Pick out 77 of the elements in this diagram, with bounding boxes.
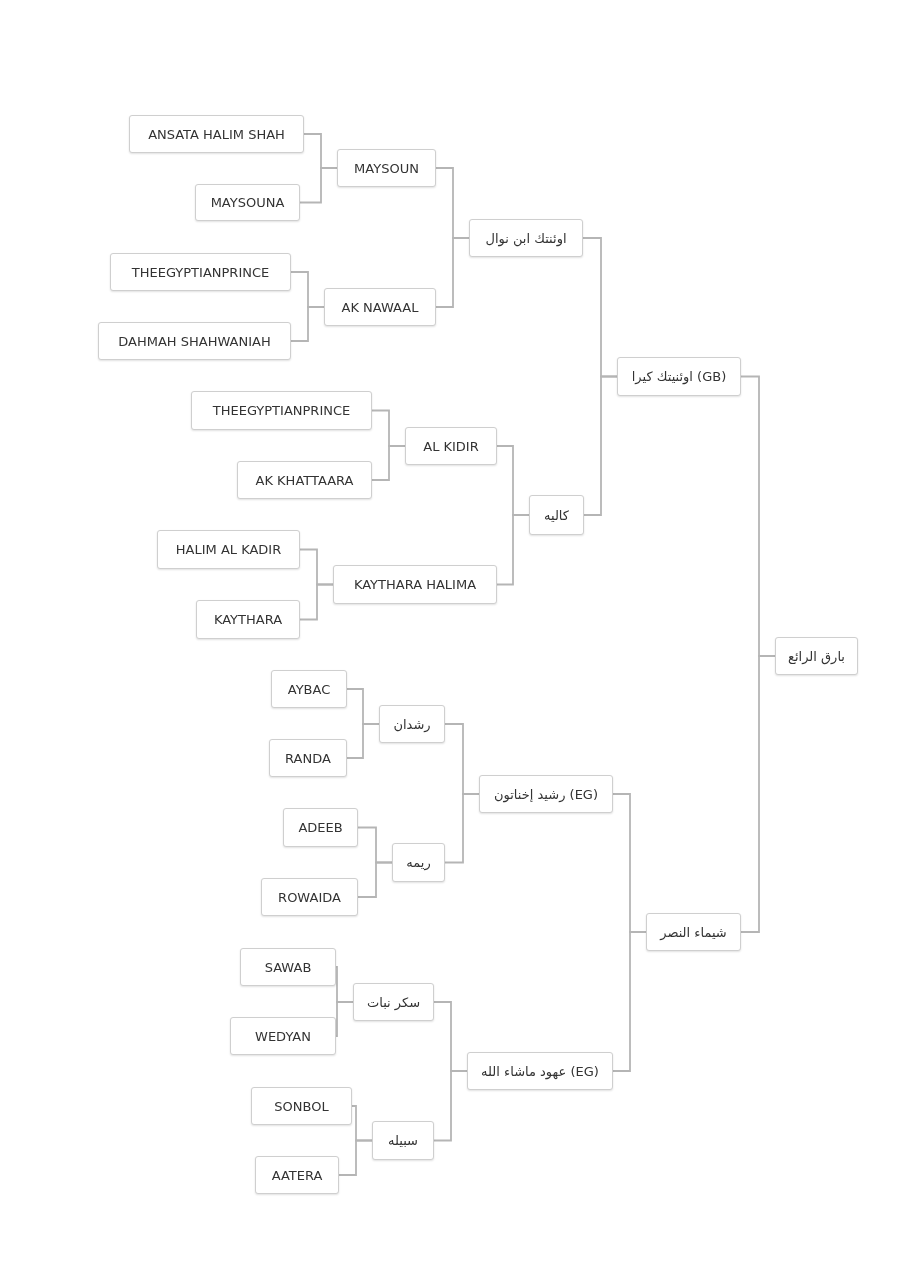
horse-name: AYBAC <box>287 681 331 697</box>
name-box <box>196 600 300 639</box>
horse-name: RANDA <box>285 750 331 766</box>
name-box <box>237 461 372 499</box>
name-box <box>479 775 613 813</box>
name-box <box>98 322 291 360</box>
pedigree-connector <box>435 237 470 308</box>
horse-name: THEEGYPTIANPRINCE <box>212 403 351 418</box>
horse-name: SAWAB <box>264 959 312 975</box>
name-box <box>372 1121 434 1160</box>
horse-name: AK KHATTAARA <box>255 472 354 488</box>
pedigree-connector <box>338 1139 373 1176</box>
name-box <box>353 983 434 1021</box>
horse-name: رشدان <box>393 716 431 732</box>
horse-name: KAYTHARA <box>213 612 283 627</box>
name-box <box>392 843 445 882</box>
pedigree-connector <box>496 514 530 586</box>
pedigree-connector <box>290 306 325 342</box>
horse-name: سكر نبات <box>366 994 421 1010</box>
name-box <box>405 427 497 465</box>
name-box <box>191 391 372 430</box>
horse-name: عهود ماشاء الله (EG) <box>481 1063 599 1079</box>
name-box <box>129 115 304 153</box>
pedigree-connector <box>357 861 393 898</box>
name-box <box>110 253 291 291</box>
name-box <box>269 739 347 777</box>
name-box <box>337 149 436 187</box>
horse-name: DAHMAH SHAHWANIAH <box>118 333 271 349</box>
name-box <box>283 808 358 847</box>
horse-name: شيماء النصر <box>660 924 727 940</box>
horse-name: AL KIDIR <box>423 438 479 454</box>
name-box <box>333 565 497 604</box>
name-box <box>255 1156 339 1194</box>
horse-name: AATERA <box>271 1167 323 1183</box>
horse-name: كاليه <box>544 507 569 523</box>
name-box <box>469 219 583 257</box>
name-box <box>261 878 358 916</box>
name-box <box>240 948 336 986</box>
horse-name: رشيد إخناتون (EG) <box>493 786 598 802</box>
name-box <box>157 530 300 569</box>
horse-name: اوئنيتك كيرا (GB) <box>631 369 727 384</box>
name-box <box>271 670 347 708</box>
name-box <box>617 357 741 396</box>
pedigree-connector <box>612 931 647 1072</box>
horse-name: MAYSOUNA <box>210 195 285 210</box>
name-box <box>251 1087 352 1125</box>
horse-name: ريمه <box>406 855 431 870</box>
pedigree-connector <box>583 375 618 516</box>
pedigree-connector <box>444 793 480 864</box>
pedigree-connector <box>740 655 776 933</box>
horse-name: MAYSOUN <box>354 160 419 176</box>
name-box <box>775 637 858 675</box>
pedigree-connector <box>346 723 380 759</box>
horse-name: ROWAIDA <box>278 889 341 905</box>
name-box <box>324 288 436 326</box>
name-box <box>646 913 741 951</box>
pedigree-connector <box>335 1001 354 1037</box>
name-box <box>379 705 445 743</box>
name-box <box>230 1017 336 1055</box>
horse-name: HALIM AL KADIR <box>175 542 282 557</box>
horse-name: KAYTHARA HALIMA <box>353 577 477 592</box>
horse-name: اوئنتك ابن نوال <box>485 230 567 246</box>
name-box <box>467 1052 613 1090</box>
pedigree-connector <box>299 583 334 621</box>
pedigree-connector <box>371 445 406 481</box>
pedigree-connector <box>299 167 338 204</box>
pedigree-connector <box>433 1070 468 1142</box>
horse-name: THEEGYPTIANPRINCE <box>131 264 270 280</box>
horse-name: AK NAWAAL <box>341 299 419 315</box>
horse-name: SONBOL <box>274 1098 329 1114</box>
name-box <box>195 184 300 221</box>
horse-name: سبيله <box>388 1133 418 1148</box>
horse-name: WEDYAN <box>255 1028 311 1044</box>
horse-name: ANSATA HALIM SHAH <box>148 126 285 142</box>
horse-name: بارق الرائع <box>788 648 845 664</box>
name-box <box>529 495 584 535</box>
horse-name: ADEEB <box>298 820 343 835</box>
